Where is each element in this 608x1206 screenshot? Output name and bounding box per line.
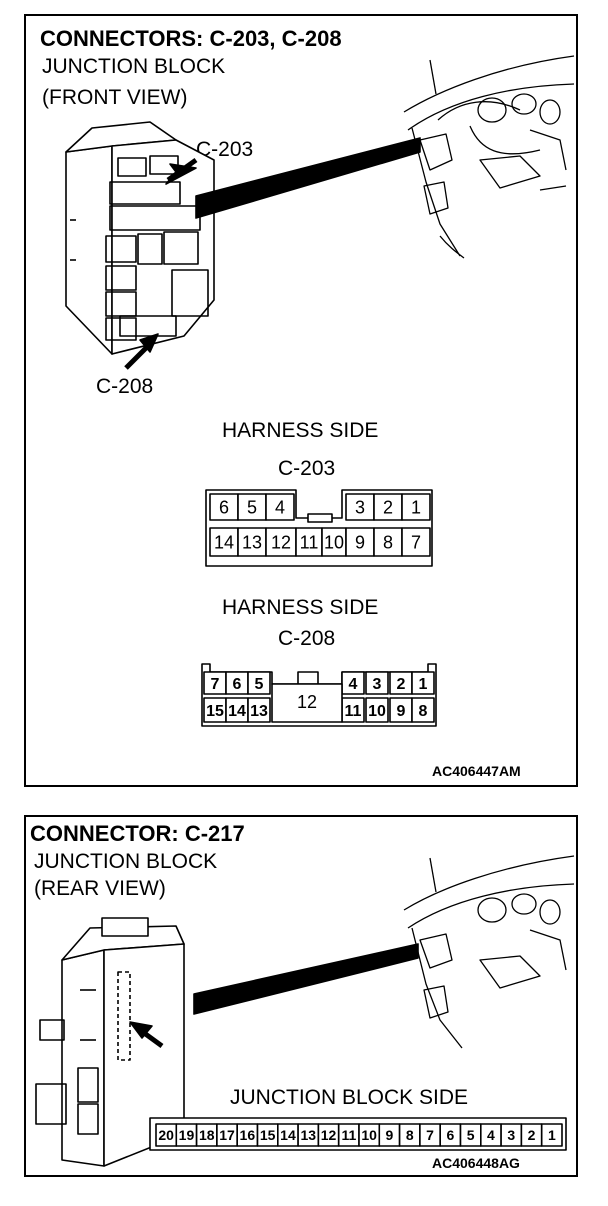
- junction-block-rear-illustration: [35, 917, 185, 1167]
- pin-cell: [209, 527, 239, 557]
- figure-code: AC406448AG: [432, 1155, 520, 1171]
- c208-connector-label: C-208: [278, 627, 336, 650]
- pin-cell: [373, 527, 403, 557]
- pin-number: 9: [386, 1127, 394, 1143]
- harness-side-label: HARNESS SIDE: [222, 419, 379, 442]
- view-pointer: [195, 137, 421, 219]
- pin-cell: [237, 527, 267, 557]
- pin-number: 2: [397, 676, 406, 693]
- dashboard-location-illustration: [403, 855, 575, 1049]
- junction-block-side-label: JUNCTION BLOCK SIDE: [230, 1086, 469, 1109]
- pin-cell: [401, 527, 431, 557]
- harness-side-label: HARNESS SIDE: [222, 596, 379, 619]
- panel-connectors-c203-c208: [24, 14, 578, 787]
- pin-cell: [209, 493, 239, 521]
- pin-number: 3: [507, 1127, 515, 1143]
- pin-number: 20: [158, 1127, 174, 1143]
- pin-number: 4: [487, 1127, 495, 1143]
- view-label: (REAR VIEW): [34, 877, 166, 900]
- pin-cell: [365, 671, 389, 695]
- pin-cell: [540, 1123, 563, 1147]
- pin-number: 10: [368, 703, 386, 720]
- pin-cell: [271, 683, 343, 723]
- pin-number: 17: [219, 1127, 235, 1143]
- panel-title: CONNECTORS: C-203, C-208: [40, 26, 342, 51]
- junction-block-label: JUNCTION BLOCK: [34, 850, 218, 873]
- figure-code: AC406447AM: [432, 763, 521, 779]
- arrow-c203: [165, 157, 198, 185]
- pin-number: 12: [297, 692, 317, 712]
- pin-number: 6: [446, 1127, 454, 1143]
- callout-c203: C-203: [196, 138, 254, 161]
- pin-number: 8: [383, 532, 393, 552]
- pin-number: 3: [355, 497, 365, 517]
- pin-number: 2: [383, 497, 393, 517]
- pin-number: 12: [321, 1127, 337, 1143]
- arrow-c217: [129, 1021, 164, 1049]
- pin-number: 15: [206, 703, 224, 720]
- pin-cell: [341, 671, 365, 695]
- pin-number: 8: [419, 703, 428, 720]
- pin-number: 13: [250, 703, 268, 720]
- pin-number: 1: [419, 676, 428, 693]
- pin-number: 9: [397, 703, 406, 720]
- panel-connector-c217: [24, 815, 578, 1177]
- pin-cell: [237, 493, 267, 521]
- pin-number: 19: [179, 1127, 195, 1143]
- pin-number: 1: [548, 1127, 556, 1143]
- pin-cell: [401, 493, 431, 521]
- pin-cell: [411, 671, 435, 695]
- pin-number: 10: [361, 1127, 377, 1143]
- view-pointer: [193, 943, 419, 1015]
- c203-connector-label: C-203: [278, 457, 336, 480]
- pin-number: 2: [528, 1127, 536, 1143]
- pin-number: 5: [467, 1127, 475, 1143]
- callout-c208: C-208: [96, 375, 154, 398]
- pin-cell: [247, 697, 271, 723]
- pin-number: 14: [280, 1127, 296, 1143]
- pin-number: 11: [300, 532, 319, 552]
- dashboard-location-illustration: [403, 55, 575, 259]
- junction-block-front-illustration: [65, 121, 215, 355]
- pin-number: 1: [411, 497, 421, 517]
- view-label: (FRONT VIEW): [42, 86, 188, 109]
- pin-number: 6: [219, 497, 229, 517]
- pin-number: 4: [275, 497, 285, 517]
- pin-number: 5: [247, 497, 257, 517]
- pin-number: 13: [300, 1127, 316, 1143]
- pin-number: 15: [260, 1127, 276, 1143]
- pin-number: 7: [411, 532, 421, 552]
- pin-number: 7: [211, 676, 220, 693]
- pin-number: 9: [355, 532, 365, 552]
- pin-number: 11: [345, 703, 362, 720]
- panel-title: CONNECTOR: C-217: [30, 821, 245, 846]
- pin-cell: [365, 697, 389, 723]
- pin-number: 7: [426, 1127, 434, 1143]
- pin-number: 18: [199, 1127, 215, 1143]
- pin-cell: [345, 493, 375, 521]
- pin-number: 4: [349, 676, 358, 693]
- pin-cell: [247, 671, 271, 695]
- pin-number: 6: [233, 676, 242, 693]
- pin-cell: [295, 527, 323, 557]
- junction-block-label: JUNCTION BLOCK: [42, 55, 226, 78]
- pin-number: 14: [214, 532, 234, 552]
- pin-number: 11: [341, 1127, 356, 1143]
- pin-number: 12: [271, 532, 291, 552]
- pin-number: 10: [324, 532, 344, 552]
- pin-number: 13: [242, 532, 262, 552]
- arrow-c208: [124, 333, 159, 370]
- pin-cell: [265, 493, 295, 521]
- pin-number: 14: [228, 703, 246, 720]
- pin-number: 8: [406, 1127, 414, 1143]
- pin-number: 5: [255, 676, 264, 693]
- pin-cell: [411, 697, 435, 723]
- pin-number: 16: [240, 1127, 256, 1143]
- pin-number: 3: [373, 676, 382, 693]
